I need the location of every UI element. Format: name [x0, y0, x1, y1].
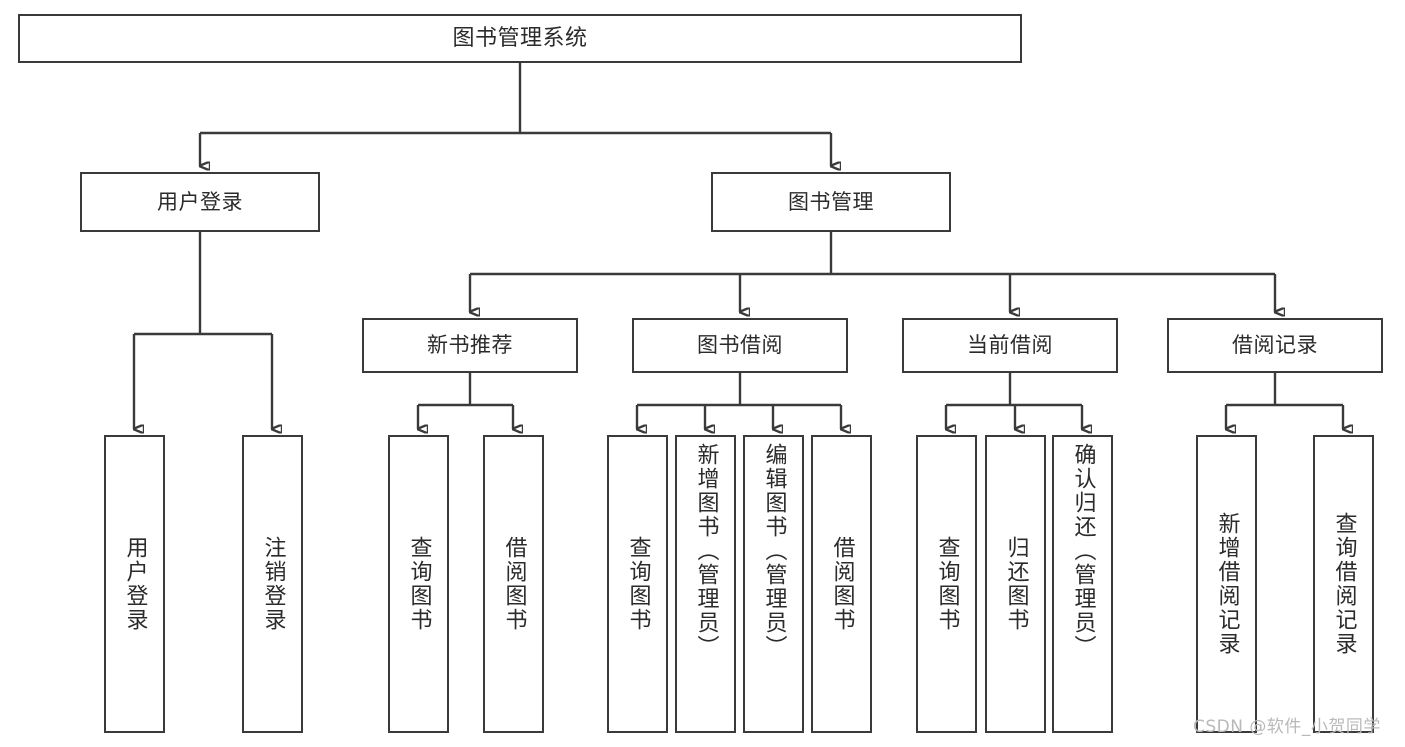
node-leaf-confirm-return-admin[interactable]: 确认归还（管理员）: [1052, 435, 1113, 733]
node-label: 新书推荐: [427, 333, 513, 358]
node-label: 借阅记录: [1232, 333, 1318, 358]
node-leaf-query-book-recommend[interactable]: 查询图书: [388, 435, 449, 733]
node-leaf-query-book[interactable]: 查询图书: [607, 435, 668, 733]
node-leaf-borrow-book[interactable]: 借阅图书: [811, 435, 872, 733]
node-leaf-logout[interactable]: 注销登录: [242, 435, 303, 733]
node-book-borrow[interactable]: 图书借阅: [632, 318, 848, 373]
node-book-management[interactable]: 图书管理: [711, 172, 951, 232]
node-root-system[interactable]: 图书管理系统: [18, 14, 1022, 63]
node-leaf-add-book-admin[interactable]: 新增图书（管理员）: [675, 435, 736, 733]
node-label: 图书借阅: [697, 333, 783, 358]
node-label: 借阅图书: [829, 536, 855, 632]
node-user-login[interactable]: 用户登录: [80, 172, 320, 232]
node-label: 查询图书: [406, 536, 432, 632]
node-label: 图书管理系统: [452, 25, 588, 51]
node-label: 用户登录: [122, 536, 148, 632]
node-leaf-borrow-book-recommend[interactable]: 借阅图书: [483, 435, 544, 733]
node-borrow-records[interactable]: 借阅记录: [1167, 318, 1383, 373]
node-leaf-add-borrow-record[interactable]: 新增借阅记录: [1196, 435, 1257, 733]
node-leaf-edit-book-admin[interactable]: 编辑图书（管理员）: [743, 435, 804, 733]
node-leaf-return-book[interactable]: 归还图书: [985, 435, 1046, 733]
node-current-borrow[interactable]: 当前借阅: [902, 318, 1118, 373]
node-new-book-recommend[interactable]: 新书推荐: [362, 318, 578, 373]
node-label: 查询图书: [625, 536, 651, 632]
node-leaf-query-book-current[interactable]: 查询图书: [916, 435, 977, 733]
node-label: 用户登录: [157, 189, 243, 214]
node-label: 新增借阅记录: [1214, 512, 1240, 656]
node-label: 确认归还（管理员）: [1070, 443, 1096, 659]
node-label: 当前借阅: [967, 333, 1053, 358]
node-label: 图书管理: [788, 189, 874, 214]
node-label: 归还图书: [1003, 536, 1029, 632]
node-label: 借阅图书: [501, 536, 527, 632]
node-label: 查询图书: [934, 536, 960, 632]
node-label: 注销登录: [260, 536, 286, 632]
node-label: 查询借阅记录: [1331, 512, 1357, 656]
node-label: 新增图书（管理员）: [693, 443, 719, 659]
node-leaf-query-borrow-record[interactable]: 查询借阅记录: [1313, 435, 1374, 733]
node-label: 编辑图书（管理员）: [761, 443, 787, 659]
node-leaf-user-login[interactable]: 用户登录: [104, 435, 165, 733]
csdn-watermark: CSDN @软件_小贺同学: [1193, 717, 1381, 737]
